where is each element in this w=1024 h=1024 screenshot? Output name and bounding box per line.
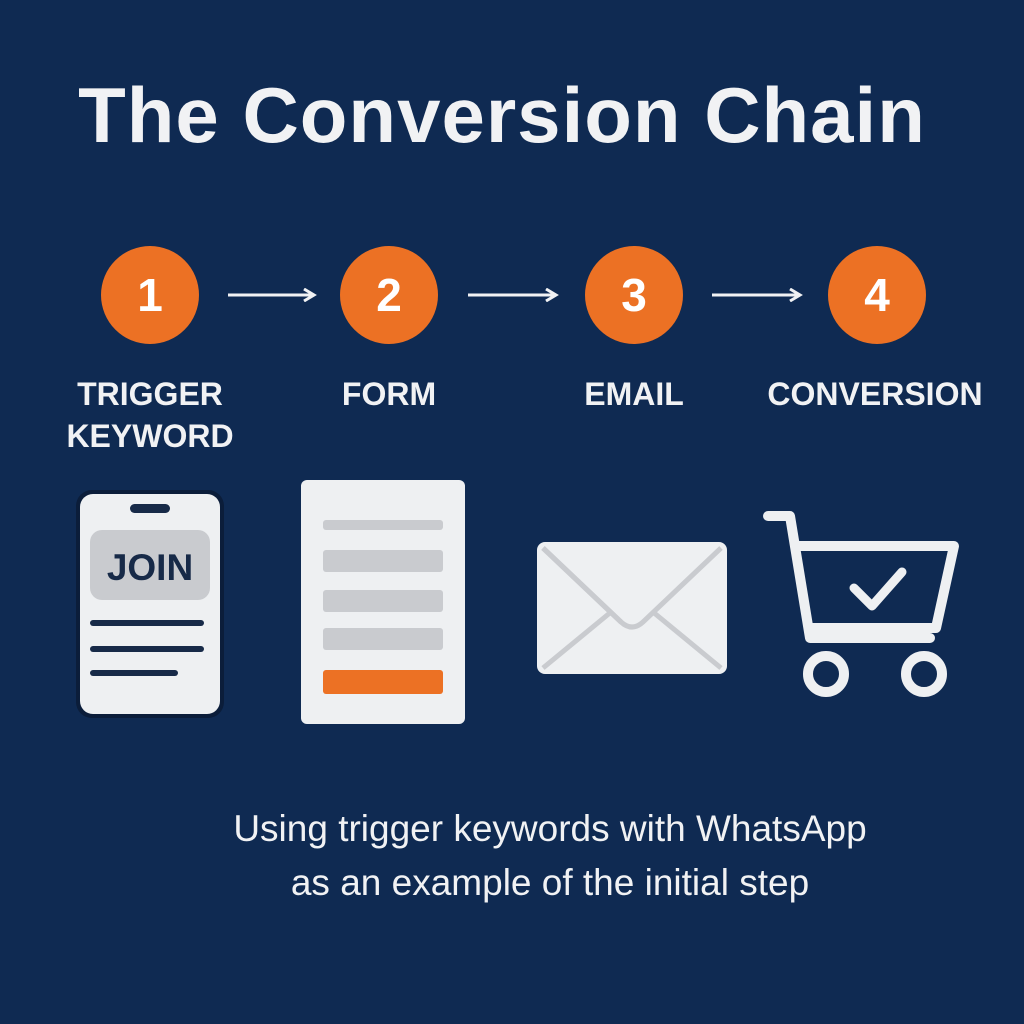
phone-icon: JOIN <box>74 488 226 720</box>
envelope-icon <box>537 542 727 674</box>
step-4-circle: 4 <box>828 246 926 344</box>
step-3-circle: 3 <box>585 246 683 344</box>
step-2-label: FORM <box>341 376 437 412</box>
arrow-1-to-2 <box>228 288 318 302</box>
step-3-label: EMAIL <box>584 376 684 412</box>
arrow-3-to-4 <box>712 288 804 302</box>
arrow-2-to-3 <box>468 288 560 302</box>
step-1-label: TRIGGER KEYWORD <box>66 376 234 454</box>
page-title: The Conversion Chain <box>78 71 926 159</box>
step-4-label: CONVERSION <box>767 376 983 412</box>
shopping-cart-check-icon <box>760 506 964 700</box>
form-icon <box>301 480 465 724</box>
check-icon <box>849 567 907 611</box>
step-2-circle: 2 <box>340 246 438 344</box>
caption: Using trigger keywords with WhatsApp as … <box>233 808 867 903</box>
phone-keyword: JOIN <box>107 547 193 588</box>
step-1-circle: 1 <box>101 246 199 344</box>
